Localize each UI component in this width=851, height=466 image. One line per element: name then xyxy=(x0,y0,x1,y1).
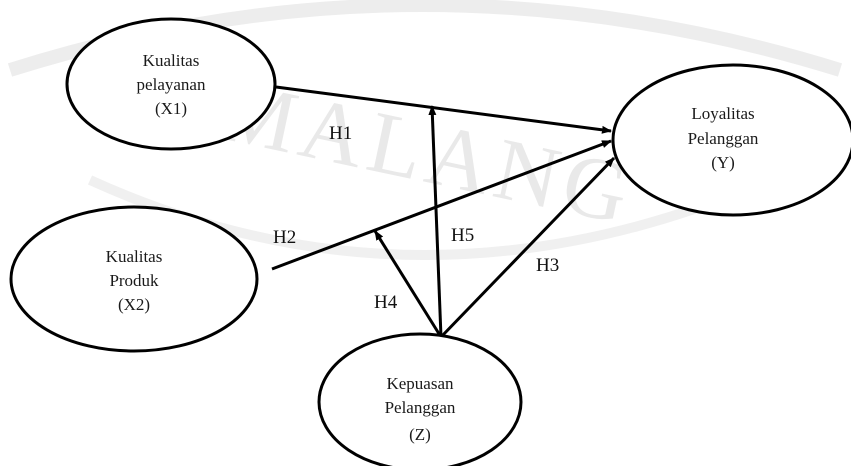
edge-h2-x2-to-y xyxy=(271,139,612,271)
node-x2-shape xyxy=(9,205,259,353)
node-x1-line-2: pelayanan xyxy=(137,75,206,94)
node-z-line-1: Kepuasan xyxy=(386,374,454,393)
edge-h1-x1-to-y xyxy=(275,85,612,134)
node-x2-line-1: Kualitas xyxy=(106,247,163,266)
edge-h4-z-to-h2 xyxy=(373,230,443,338)
label-h5: H5 xyxy=(451,225,474,246)
node-z-kepuasan-pelanggan: Kepuasan Pelanggan (Z) xyxy=(317,332,523,466)
node-z-line-2: Pelanggan xyxy=(385,398,456,417)
node-z-shape xyxy=(317,332,523,466)
label-h2: H2 xyxy=(273,227,296,248)
node-y-loyalitas-pelanggan: Loyalitas Pelanggan (Y) xyxy=(611,63,851,217)
edge-h5-z-to-h1 xyxy=(428,105,443,338)
node-y-shape xyxy=(611,63,851,217)
edges xyxy=(271,85,616,339)
node-y-line-1: Loyalitas xyxy=(691,104,754,123)
node-x1-line-3: (X1) xyxy=(155,99,187,118)
label-h1: H1 xyxy=(329,123,352,144)
label-h3: H3 xyxy=(536,255,559,276)
node-y-line-2: Pelanggan xyxy=(688,129,759,148)
label-h4: H4 xyxy=(374,292,398,313)
node-x2-kualitas-produk: Kualitas Produk (X2) xyxy=(9,205,259,353)
node-y-line-3: (Y) xyxy=(711,153,735,172)
node-x1-line-1: Kualitas xyxy=(143,51,200,70)
node-x1-shape xyxy=(65,17,277,151)
node-x2-line-2: Produk xyxy=(109,271,159,290)
node-x2-line-3: (X2) xyxy=(118,295,150,314)
edge-labels: H1 H2 H3 H4 H5 xyxy=(273,123,559,313)
node-z-line-3: (Z) xyxy=(409,425,431,444)
edge-h3-z-to-y xyxy=(439,156,616,339)
node-x1-kualitas-pelayanan: Kualitas pelayanan (X1) xyxy=(65,17,277,151)
